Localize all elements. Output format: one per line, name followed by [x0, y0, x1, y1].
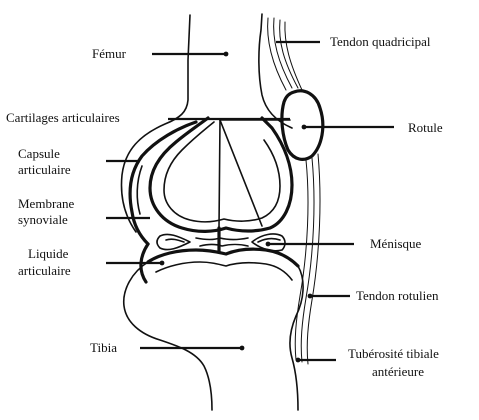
tibial-cartilage	[146, 247, 300, 268]
patella	[280, 89, 325, 161]
label-femur: Fémur	[92, 46, 127, 61]
label-membrane-line2: synoviale	[18, 212, 68, 227]
joint-capsule	[128, 120, 198, 246]
tibia-bone	[123, 242, 304, 411]
label-tibia: Tibia	[90, 340, 117, 355]
label-tuberosite-line1: Tubérosité tibiale	[348, 346, 439, 361]
label-tendon-quadricipal: Tendon quadricipal	[330, 34, 431, 49]
label-liquide-line1: Liquide	[28, 246, 69, 261]
label-cartilages: Cartilages articulaires	[6, 110, 120, 125]
labels: Fémur Cartilages articulaires Capsule ar…	[6, 34, 443, 379]
patellar-tendon	[294, 153, 321, 365]
label-menisque: Ménisque	[370, 236, 422, 251]
quadriceps-tendon	[267, 17, 303, 91]
label-capsule-line2: articulaire	[18, 162, 71, 177]
label-capsule-line1: Capsule	[18, 146, 60, 161]
label-membrane-line1: Membrane	[18, 196, 75, 211]
meniscus-left	[156, 233, 191, 251]
label-tuberosite-line2: antérieure	[372, 364, 424, 379]
femur-bone	[120, 13, 294, 233]
joint-space	[195, 226, 249, 254]
label-rotule: Rotule	[408, 120, 443, 135]
label-liquide-line2: articulaire	[18, 263, 71, 278]
femoral-cartilage	[148, 116, 294, 233]
leader-lines	[106, 40, 394, 363]
label-tendon-rotulien: Tendon rotulien	[356, 288, 439, 303]
